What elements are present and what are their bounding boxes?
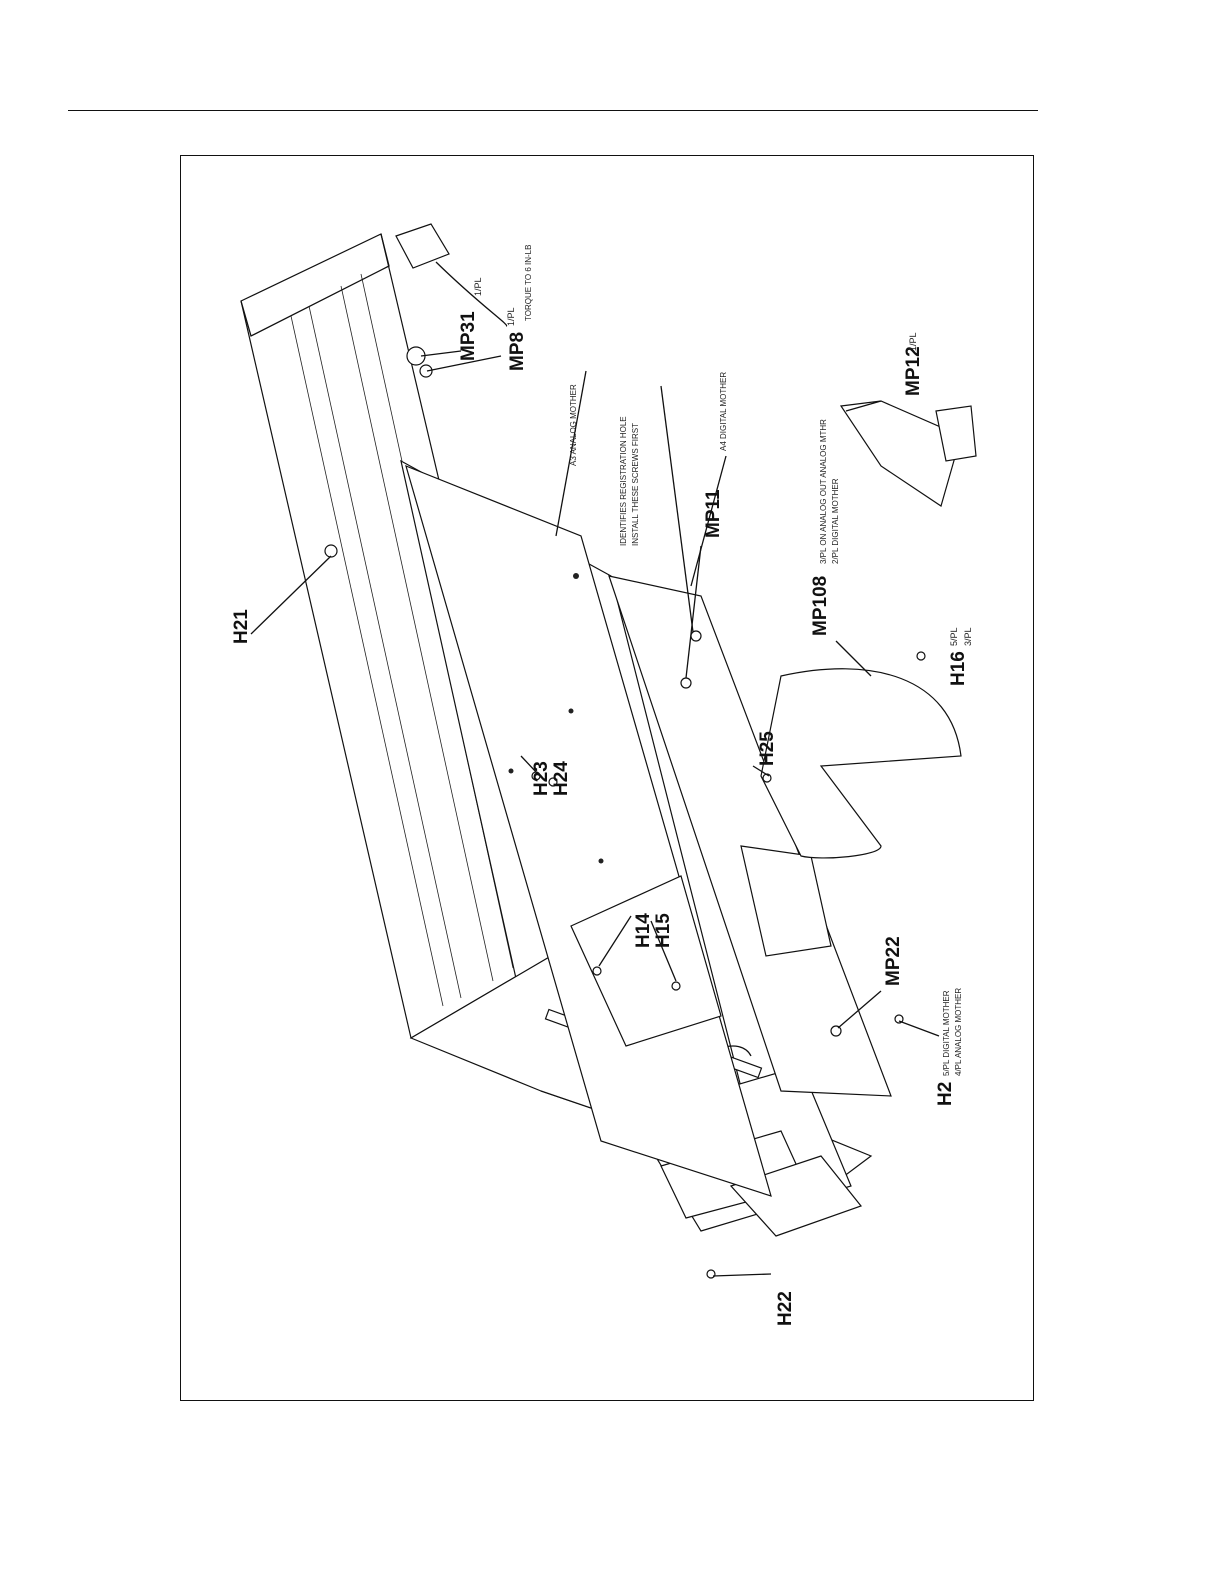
note-h16-1: 5/PL [949, 627, 959, 646]
callout-mp8: MP8 [507, 332, 528, 371]
connector-housing [396, 224, 449, 268]
note-reg-hole-1: IDENTIFIES REGISTRATION HOLE [619, 416, 628, 546]
exploded-view-drawing: H21 H23 H24 H25 H14 H15 H2 H22 H16 MP31 … [181, 156, 1035, 1402]
note-mp108-2: 2/PL DIGITAL MOTHER [831, 478, 840, 564]
callout-h22: H22 [775, 1291, 796, 1326]
mp108-bracket [761, 669, 961, 858]
note-reg-hole-2: INSTALL THESE SCREWS FIRST [631, 423, 640, 546]
callout-mp11: MP11 [703, 489, 724, 538]
mp12-bracket [841, 401, 976, 506]
note-mp8-torque: TORQUE TO 6 IN-LB [524, 245, 533, 321]
mp108-part [761, 669, 961, 858]
h21-fastener [325, 545, 337, 557]
registration-hole [691, 631, 701, 641]
note-a4: A4 DIGITAL MOTHER [719, 372, 728, 451]
callout-mp108: MP108 [810, 576, 831, 636]
h14-screw [593, 967, 601, 975]
h22-screw [707, 1270, 715, 1278]
callout-mp22: MP22 [883, 936, 904, 986]
h16-screw [917, 652, 925, 660]
callout-h25: H25 [757, 731, 778, 766]
callout-h14: H14 [633, 913, 654, 948]
figure-frame: H21 H23 H24 H25 H14 H15 H2 H22 H16 MP31 … [180, 155, 1034, 1401]
h15-screw [672, 982, 680, 990]
callout-h15: H15 [653, 913, 674, 948]
note-mp12-qty: 1/PL [908, 332, 918, 351]
top-connector [396, 224, 507, 377]
leader-h2 [899, 1021, 939, 1036]
board-hole [573, 573, 579, 579]
note-mp108-1: 3/PL ON ANALOG OUT ANALOG MTHR [819, 419, 828, 564]
note-h16-2: 3/PL [963, 627, 973, 646]
callout-h24: H24 [551, 761, 572, 796]
callout-h2: H2 [935, 1082, 956, 1106]
callout-h23: H23 [531, 761, 552, 796]
board-hole-3 [509, 769, 514, 774]
leader-mp31 [421, 351, 461, 356]
board-hole-4 [599, 859, 604, 864]
callout-h21: H21 [231, 609, 252, 644]
board-hole-2 [569, 709, 574, 714]
leader-h22 [713, 1274, 771, 1276]
callout-mp12: MP12 [903, 346, 924, 396]
mp11-part [681, 678, 691, 688]
callout-mp31: MP31 [458, 311, 479, 361]
note-h2-2: 4/PL ANALOG MOTHER [954, 988, 963, 1076]
header-rule [68, 110, 1038, 111]
note-h2-1: 5/PL DIGITAL MOTHER [942, 990, 951, 1076]
callout-h16: H16 [948, 651, 969, 686]
note-a3: A3 ANALOG MOTHER [569, 384, 578, 466]
note-mp8-qty: 1/PL [506, 307, 516, 326]
note-mp31-qty: 1/PL [473, 277, 483, 296]
